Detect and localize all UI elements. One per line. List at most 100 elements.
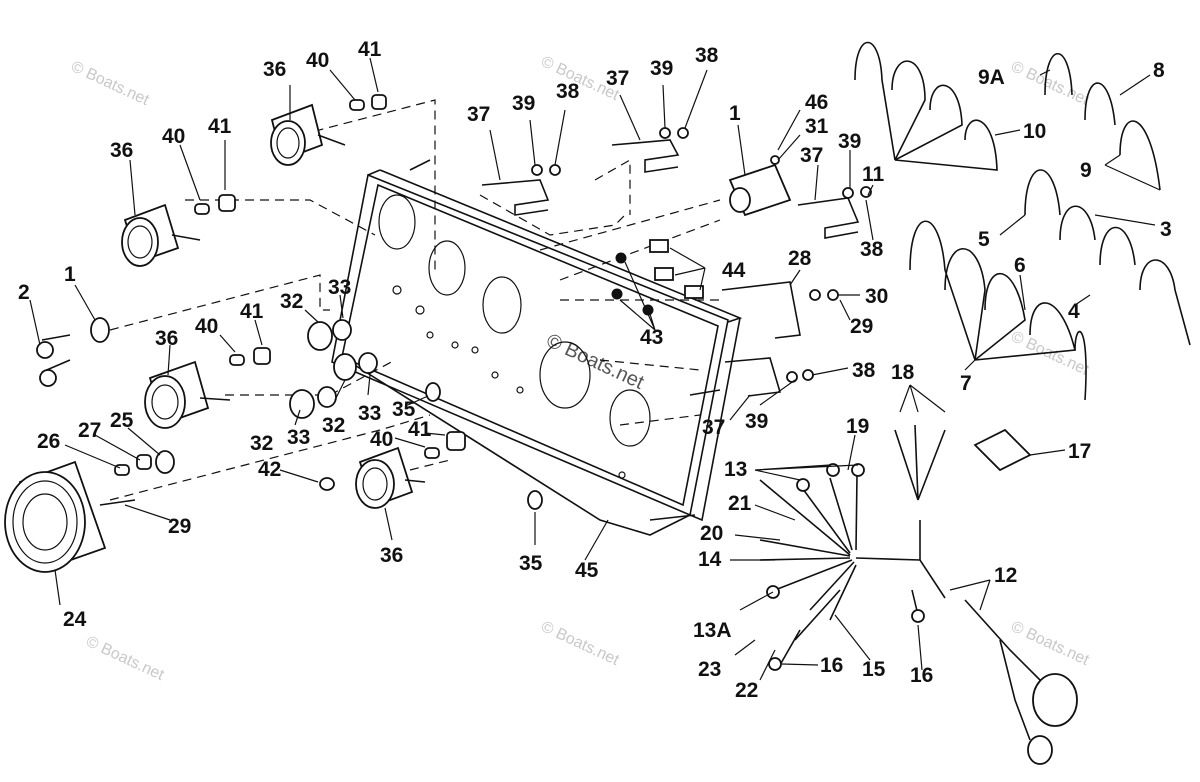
clip-17 bbox=[973, 428, 1032, 472]
callout-27: 27 bbox=[78, 419, 101, 442]
watermark: © Boats.net bbox=[1008, 58, 1092, 109]
wire-harness bbox=[759, 424, 1078, 765]
callout-26: 26 bbox=[37, 430, 60, 453]
callout-37: 37 bbox=[606, 67, 629, 90]
leader-lines bbox=[29, 57, 1161, 681]
callout-35: 35 bbox=[392, 398, 416, 421]
callout-29: 29 bbox=[850, 315, 873, 338]
callout-1: 1 bbox=[64, 263, 76, 286]
callout-41: 41 bbox=[408, 418, 432, 441]
callout-16: 16 bbox=[820, 654, 843, 677]
callout-17: 17 bbox=[1068, 440, 1091, 463]
callout-7: 7 bbox=[960, 372, 972, 395]
callout-39: 39 bbox=[745, 410, 768, 433]
callout-18: 18 bbox=[891, 361, 915, 384]
callout-9a: 9A bbox=[978, 66, 1005, 89]
bezels-32-33 bbox=[289, 319, 378, 419]
small-hardware bbox=[114, 94, 543, 510]
callout-41: 41 bbox=[358, 38, 382, 61]
callout-8: 8 bbox=[1153, 59, 1165, 82]
callout-2: 2 bbox=[18, 281, 30, 304]
key-switch-left bbox=[36, 317, 110, 387]
dash-panel-45 bbox=[331, 159, 743, 536]
callout-36: 36 bbox=[155, 327, 178, 350]
callout-46: 46 bbox=[805, 91, 828, 114]
nuts-washers bbox=[531, 127, 872, 383]
callout-32: 32 bbox=[280, 290, 303, 313]
callout-39: 39 bbox=[838, 130, 861, 153]
callout-19: 19 bbox=[846, 415, 869, 438]
callout-35: 35 bbox=[519, 552, 543, 575]
callout-4: 4 bbox=[1068, 300, 1080, 323]
gauge-36-middle-left bbox=[144, 360, 231, 429]
watermarks: © Boats.net © Boats.net © Boats.net © Bo… bbox=[68, 53, 1092, 684]
callout-12: 12 bbox=[994, 564, 1017, 587]
ignition-switch-right bbox=[728, 163, 792, 217]
callout-9: 9 bbox=[1080, 159, 1092, 182]
callout-33: 33 bbox=[287, 426, 310, 449]
callout-13a: 13A bbox=[693, 619, 732, 642]
callout-37: 37 bbox=[702, 416, 725, 439]
large-gauge-24 bbox=[4, 460, 136, 573]
watermark: © Boats.net bbox=[83, 633, 167, 684]
callout-11: 11 bbox=[862, 163, 885, 186]
callout-40: 40 bbox=[162, 125, 185, 148]
callout-30: 30 bbox=[865, 285, 888, 308]
watermark: © Boats.net bbox=[68, 58, 152, 109]
callout-39: 39 bbox=[650, 57, 673, 80]
guide-lines bbox=[109, 99, 721, 501]
callout-21: 21 bbox=[728, 492, 752, 515]
callout-15: 15 bbox=[862, 658, 886, 681]
gauge-36-top bbox=[270, 103, 346, 166]
callout-10: 10 bbox=[1023, 120, 1046, 143]
callout-39: 39 bbox=[512, 92, 535, 115]
callouts: 36 40 41 36 40 41 2 1 36 40 41 32 33 33 … bbox=[18, 38, 1172, 702]
callout-22: 22 bbox=[735, 679, 758, 702]
callout-41: 41 bbox=[240, 300, 264, 323]
callout-5: 5 bbox=[978, 228, 990, 251]
callout-38: 38 bbox=[695, 44, 719, 67]
callout-43: 43 bbox=[640, 326, 663, 349]
callout-45: 45 bbox=[575, 559, 599, 582]
callout-38: 38 bbox=[556, 80, 580, 103]
callout-44: 44 bbox=[722, 259, 746, 282]
callout-40: 40 bbox=[195, 315, 218, 338]
callout-28: 28 bbox=[788, 247, 812, 270]
watermark-center: © Boats.net bbox=[543, 330, 648, 394]
callout-40: 40 bbox=[370, 428, 393, 451]
callout-36: 36 bbox=[110, 139, 133, 162]
watermark: © Boats.net bbox=[1008, 328, 1092, 379]
callout-24: 24 bbox=[63, 608, 87, 631]
callout-20: 20 bbox=[700, 522, 723, 545]
callout-13: 13 bbox=[724, 458, 747, 481]
callout-36: 36 bbox=[380, 544, 403, 567]
callout-23: 23 bbox=[698, 658, 721, 681]
callout-6: 6 bbox=[1014, 254, 1026, 277]
callout-14: 14 bbox=[698, 548, 722, 571]
callout-32: 32 bbox=[250, 432, 273, 455]
callout-42: 42 bbox=[258, 458, 281, 481]
callout-32: 32 bbox=[322, 414, 345, 437]
gauge-36-upper-left bbox=[121, 203, 201, 267]
gauge-36-bottom bbox=[355, 446, 426, 509]
callout-38: 38 bbox=[852, 359, 876, 382]
watermark: © Boats.net bbox=[538, 618, 622, 669]
callout-36: 36 bbox=[263, 58, 286, 81]
callout-38: 38 bbox=[860, 238, 884, 261]
callout-37: 37 bbox=[467, 103, 490, 126]
callout-37: 37 bbox=[800, 144, 823, 167]
callout-25: 25 bbox=[110, 409, 134, 432]
callout-16: 16 bbox=[910, 664, 933, 687]
callout-33: 33 bbox=[328, 276, 351, 299]
callout-40: 40 bbox=[306, 49, 329, 72]
callout-41: 41 bbox=[208, 115, 232, 138]
callout-31: 31 bbox=[805, 115, 829, 138]
callout-29: 29 bbox=[168, 515, 191, 538]
brackets bbox=[481, 139, 860, 397]
callout-3: 3 bbox=[1160, 218, 1172, 241]
hose-loops bbox=[854, 41, 1191, 401]
callout-33: 33 bbox=[358, 402, 381, 425]
callout-1: 1 bbox=[729, 102, 741, 125]
